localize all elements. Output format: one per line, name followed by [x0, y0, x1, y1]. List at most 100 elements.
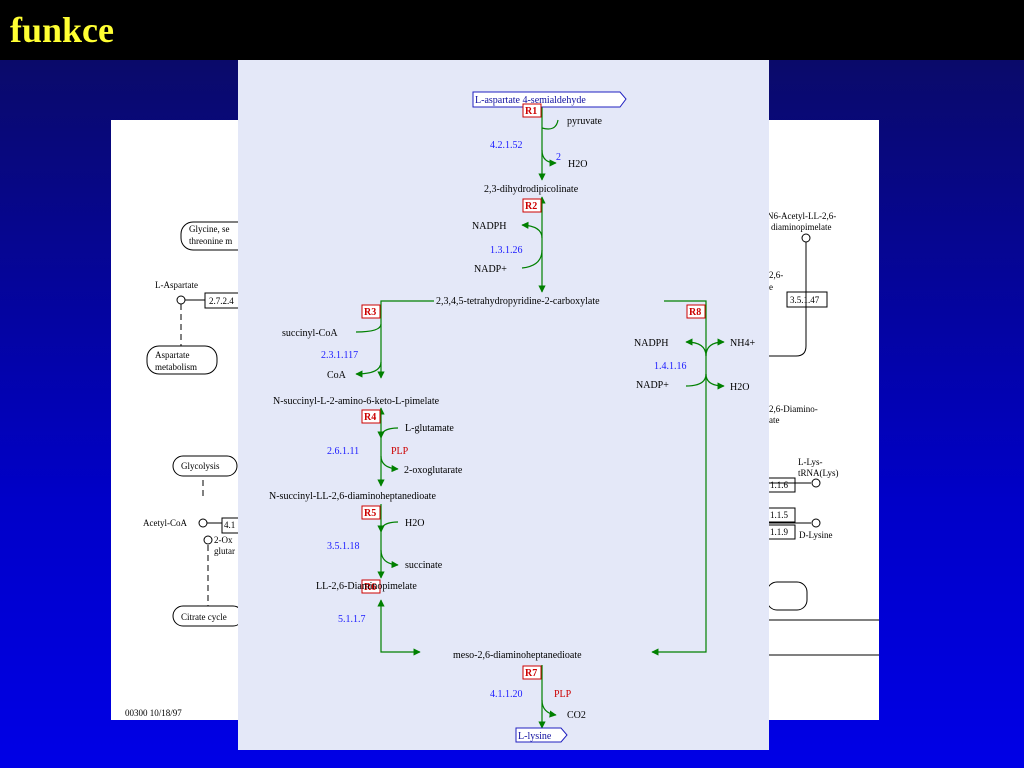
bg-compound-dot — [203, 535, 213, 545]
reaction-id-r2: R2 — [525, 201, 537, 212]
slide-title: funkce — [10, 10, 115, 50]
compound-nadph-r2: NADPH — [472, 221, 506, 232]
side-arrow-co2 — [541, 699, 557, 718]
compound-pyruvate: pyruvate — [567, 116, 603, 127]
reaction-id-r4: R4 — [364, 412, 376, 423]
title-bar: funkce — [0, 0, 1024, 60]
compound-nadph-r8: NADPH — [634, 338, 668, 349]
compound-nh4: NH4+ — [730, 338, 755, 349]
side-arrow-r8-nadp — [685, 373, 707, 387]
compound-oxoglutarate: 2-oxoglutarate — [404, 465, 463, 476]
stoichiometry-label: 2 — [556, 152, 561, 163]
bg-label: L-Lys- — [798, 457, 823, 467]
bg-node-box — [146, 345, 218, 375]
side-arrow-succinyl-coa — [355, 323, 382, 333]
reaction-box-r6 — [361, 579, 381, 594]
bg-label: tRNA(Lys) — [798, 468, 839, 478]
side-arrow-water-r5 — [377, 521, 399, 533]
bg-link — [769, 242, 807, 357]
product-compound-box — [515, 727, 568, 743]
pathway-diagram: R1 R2 R3 R4 R5 R6 R7 R8 4.2.1.52 1.3.1.2… — [269, 91, 755, 743]
compound-water-r5: H2O — [405, 518, 424, 529]
compound-succinate: succinate — [405, 560, 443, 571]
bg-compound-dot — [176, 295, 186, 305]
reaction-id-r8: R8 — [689, 307, 701, 318]
reaction-id-r1: R1 — [525, 106, 537, 117]
reaction-id-r7: R7 — [525, 668, 537, 679]
arrow-r3 — [377, 300, 434, 379]
side-arrow-nadph — [521, 221, 543, 239]
side-arrow-coa — [355, 361, 382, 378]
reaction-box-r2 — [522, 198, 542, 213]
bg-compound-dot — [801, 233, 811, 243]
reaction-box-r4 — [361, 409, 381, 424]
compound-n-succinyl-diamino: N-succinyl-LL-2,6-diaminoheptanedioate — [269, 491, 436, 502]
reaction-box-r8 — [686, 304, 706, 319]
compound-l-lysine: L-lysine — [518, 731, 552, 742]
bg-label: ate — [769, 415, 780, 425]
bg-label: glutar — [214, 546, 235, 556]
ec-number-r4: 2.6.1.11 — [327, 446, 359, 457]
compound-l-glutamate: L-glutamate — [405, 423, 454, 434]
bg-label: 2.7.2.4 — [209, 296, 234, 306]
side-arrow-nh4 — [705, 338, 725, 357]
bg-label: Acetyl-CoA — [143, 518, 187, 528]
compound-succinyl-coa: succinyl-CoA — [282, 328, 338, 339]
bg-label: 2,6- — [769, 270, 783, 280]
ec-number-r7: 4.1.1.20 — [490, 689, 523, 700]
bg-node-box — [766, 581, 808, 611]
ec-number-r2: 1.3.1.26 — [490, 245, 523, 256]
side-arrow-pyruvate — [541, 119, 559, 130]
bg-compound-dot — [811, 518, 821, 528]
bg-label: e — [769, 282, 773, 292]
bg-label: 2-Ox — [214, 535, 233, 545]
side-arrow-succinate — [380, 549, 399, 569]
compound-coa: CoA — [327, 370, 347, 381]
side-arrow-oxoglutarate — [380, 455, 399, 473]
reaction-id-r3: R3 — [364, 307, 376, 318]
bg-label: 1.1.9 — [770, 527, 789, 537]
bg-label: metabolism — [155, 362, 197, 372]
reaction-box-r1 — [522, 103, 542, 118]
side-arrow-nadp — [521, 249, 543, 269]
compound-l-aspartate-semialdehyde: L-aspartate 4-semialdehyde — [475, 95, 586, 106]
ec-number-r3: 2.3.1.117 — [321, 350, 358, 361]
compound-water-r8: H2O — [730, 382, 749, 393]
bg-label: 1.1.5 — [770, 510, 789, 520]
bg-label: 1.1.6 — [770, 480, 789, 490]
ec-number-r5: 3.5.1.18 — [327, 541, 360, 552]
bg-label: N6-Acetyl-LL-2,6- — [767, 211, 836, 221]
compound-dihydrodipicolinate: 2,3-dihydrodipicolinate — [484, 184, 579, 195]
compound-tetrahydropyridine: 2,3,4,5-tetrahydropyridine-2-carboxylate — [436, 296, 600, 307]
reaction-box-r7 — [522, 665, 542, 680]
bg-label: Glycolysis — [181, 461, 220, 471]
ec-number-r1: 4.2.1.52 — [490, 140, 523, 151]
lysine-pathway-panel: R1 R2 R3 R4 R5 R6 R7 R8 4.2.1.52 1.3.1.2… — [238, 60, 769, 750]
side-arrow-glutamate — [377, 427, 399, 439]
bg-label: 4.1 — [224, 520, 235, 530]
reaction-box-r5 — [361, 505, 381, 520]
bg-compound-dot — [811, 478, 821, 488]
bg-label: diaminopimelate — [771, 222, 831, 232]
reaction-box-r3 — [361, 304, 381, 319]
bg-label: L-Aspartate — [155, 280, 198, 290]
compound-co2: CO2 — [567, 710, 586, 721]
compound-ll-diaminopimelate: LL-2,6-Diaminopimelate — [316, 581, 417, 592]
bg-label: 2,6-Diamino- — [769, 404, 818, 414]
reaction-id-r6: R6 — [364, 582, 376, 593]
bg-label: 3.5.1.47 — [790, 295, 820, 305]
compound-nadp-r8: NADP+ — [636, 380, 669, 391]
side-arrow-water-r1 — [541, 149, 557, 167]
bg-label: Aspartate — [155, 350, 189, 360]
ec-number-r8: 1.4.1.16 — [654, 361, 687, 372]
bg-label: D-Lysine — [799, 530, 833, 540]
bg-label: Glycine, se — [189, 224, 230, 234]
ec-number-r6: 5.1.1.7 — [338, 614, 366, 625]
side-arrow-r8-water — [705, 373, 725, 390]
compound-meso-diamino: meso-2,6-diaminoheptanedioate — [453, 650, 582, 661]
bg-node-box — [172, 455, 238, 477]
side-arrow-r8-nadph — [685, 338, 707, 357]
arrow-r6 — [377, 599, 421, 656]
reaction-id-r5: R5 — [364, 508, 376, 519]
bg-label: threonine m — [189, 236, 232, 246]
